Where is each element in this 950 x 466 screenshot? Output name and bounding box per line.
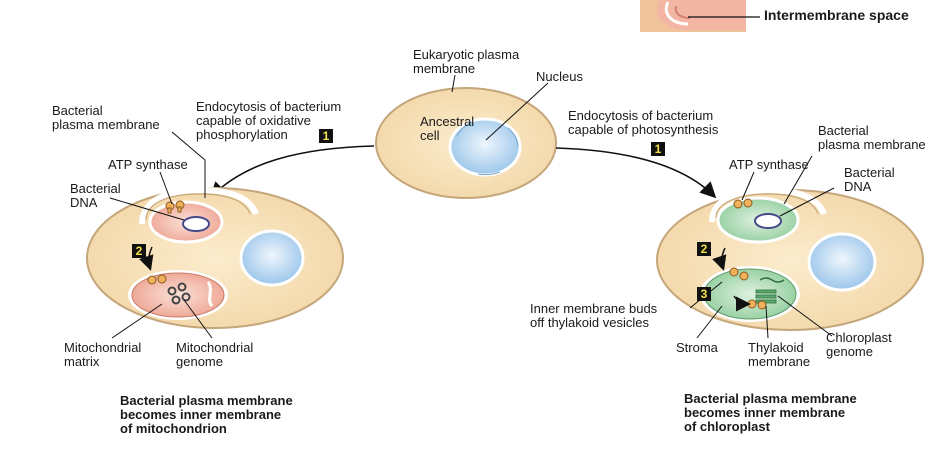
mitochondrial-genome-label: Mitochondrial genome [176, 340, 254, 369]
left-bacterial-plasma-membrane-label: Bacterial plasma membrane [52, 103, 160, 132]
ancestral-cell-label: Ancestral cell [420, 114, 475, 143]
right-bacterial-dna-label: Bacterial DNA [844, 165, 895, 194]
right-arrow [555, 147, 717, 199]
right-caption: Bacterial plasma membrane becomes inner … [684, 391, 857, 434]
right-step-1-badge: 1 [651, 142, 665, 156]
intermembrane-space-label: Intermembrane space [764, 7, 909, 23]
inner-membrane-buds-label: Inner membrane buds off thylakoid vesicl… [530, 301, 658, 330]
stroma-label: Stroma [676, 340, 718, 355]
right-step-3-badge: 3 [697, 287, 711, 301]
nucleus-label: Nucleus [536, 69, 583, 84]
mitochondrial-matrix-label: Mitochondrial matrix [64, 340, 142, 369]
right-step-2-badge: 2 [697, 242, 711, 256]
inset-intermembrane [640, 0, 760, 32]
right-cell [656, 186, 924, 331]
ancestral-cell [375, 87, 557, 199]
thylakoid-membrane-label: Thylakoid membrane [748, 340, 811, 369]
right-bacterial-plasma-membrane-label: Bacterial plasma membrane [818, 123, 926, 152]
left-atp-synthase-label: ATP synthase [108, 157, 188, 172]
left-endocytosis-label: Endocytosis of bacterium capable of oxid… [196, 99, 342, 142]
chloroplast-genome-label: Chloroplast genome [826, 330, 892, 359]
right-endocytosis-label: Endocytosis of bacterium capable of phot… [568, 108, 719, 137]
left-caption: Bacterial plasma membrane becomes inner … [120, 393, 293, 436]
right-atp-synthase-label: ATP synthase [729, 157, 809, 172]
left-arrow [209, 145, 375, 199]
left-step-1-badge: 1 [319, 129, 333, 143]
left-cell [86, 186, 344, 329]
eukaryotic-plasma-membrane-label: Eukaryotic plasma membrane [413, 47, 520, 76]
leader-lines [109, 74, 835, 339]
left-bacterial-dna-label: Bacterial DNA [70, 181, 121, 210]
left-step-2-badge: 2 [132, 244, 146, 258]
